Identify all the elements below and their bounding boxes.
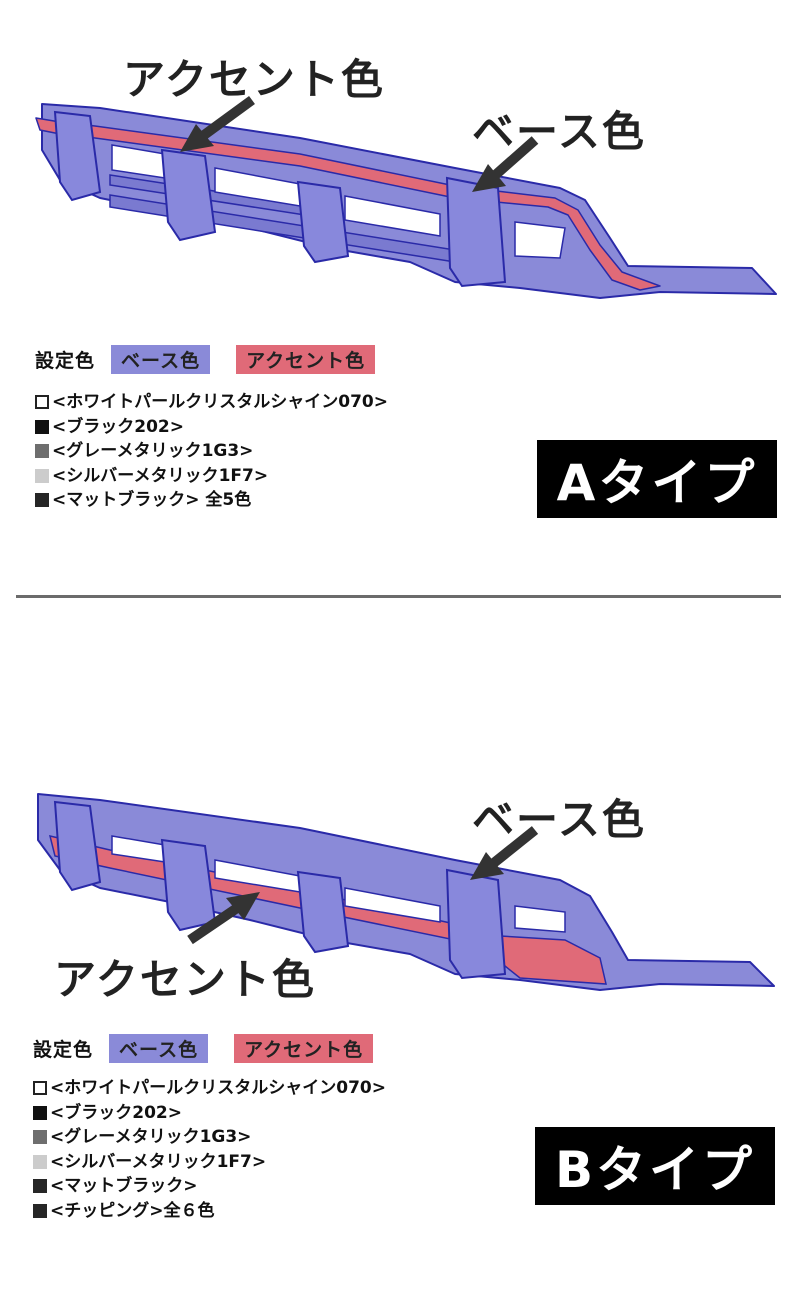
- type-b-accent-swatch: アクセント色: [234, 1034, 374, 1063]
- type-a-color-list: <ホワイトパールクリスタルシャイン070> <ブラック202> <グレーメタリッ…: [35, 390, 388, 513]
- list-item: <ホワイトパールクリスタルシャイン070>: [33, 1076, 386, 1101]
- black-square-icon: [35, 419, 49, 434]
- list-item: <シルバーメタリック1F7>: [33, 1150, 386, 1175]
- type-a-fin-2: [160, 148, 217, 242]
- silver-square-icon: [33, 1154, 47, 1169]
- type-b-base-body: [37, 793, 775, 991]
- type-b-accent-callout: アクセント色: [54, 955, 316, 1004]
- type-a-accent-swatch: アクセント色: [236, 345, 376, 374]
- type-a-setting-label: 設定色: [35, 350, 96, 372]
- type-a-cutout-4: [514, 221, 566, 259]
- type-a-badge: Aタイプ: [537, 440, 777, 518]
- gray-square-icon: [35, 444, 49, 459]
- type-b-cutout-4: [514, 905, 566, 933]
- type-a-legend: 設定色 ベース色 アクセント色: [35, 345, 376, 374]
- type-b-base-callout: ベース色: [472, 795, 646, 844]
- type-a-section: アクセント色 ベース色 設定色 ベース色 アクセント色 <ホワイトパールクリスタ…: [0, 0, 800, 590]
- type-a-fin-3: [296, 180, 350, 264]
- list-item: <マットブラック>: [33, 1174, 386, 1199]
- type-b-setting-label: 設定色: [33, 1039, 94, 1061]
- matte-square-icon: [33, 1179, 47, 1194]
- section-divider: [16, 595, 781, 598]
- list-item: <ブラック202>: [33, 1101, 386, 1126]
- type-b-fin-4: [445, 868, 507, 980]
- type-b-color-list: <ホワイトパールクリスタルシャイン070> <ブラック202> <グレーメタリッ…: [33, 1076, 386, 1223]
- type-b-base-swatch: ベース色: [109, 1034, 209, 1063]
- type-b-accent-arrow: [187, 892, 260, 945]
- type-b-fin-3: [296, 870, 350, 954]
- type-b-fin-2: [160, 838, 217, 932]
- type-a-cutout-3: [344, 195, 441, 237]
- white-square-icon: [35, 395, 49, 410]
- type-b-fin-1: [53, 800, 102, 892]
- chipping-square-icon: [33, 1203, 47, 1218]
- list-item: <シルバーメタリック1F7>: [35, 464, 388, 489]
- type-a-base-callout: ベース色: [472, 107, 646, 156]
- white-square-icon: [33, 1081, 47, 1096]
- type-b-badge: Bタイプ: [535, 1127, 775, 1205]
- list-item: <グレーメタリック1G3>: [33, 1125, 386, 1150]
- type-a-diffuser-diagram: [35, 95, 777, 299]
- type-a-accent-stripe: [35, 117, 661, 291]
- list-item: <ブラック202>: [35, 415, 388, 440]
- list-item: <ホワイトパールクリスタルシャイン070>: [35, 390, 388, 415]
- type-b-cutout-3: [344, 887, 441, 923]
- type-b-legend: 設定色 ベース色 アクセント色: [33, 1034, 374, 1063]
- type-b-diffuser-diagram: [37, 793, 775, 991]
- list-item: <マットブラック> 全5色: [35, 488, 388, 513]
- black-square-icon: [33, 1105, 47, 1120]
- type-b-base-arrow: [470, 826, 539, 880]
- list-item: <チッピング>全６色: [33, 1199, 386, 1224]
- type-a-accent-arrow: [180, 95, 255, 152]
- type-b-section: ベース色 アクセント色 設定色 ベース色 アクセント色 <ホワイトパールクリスタ…: [0, 640, 800, 1292]
- type-a-fin-1: [53, 110, 102, 202]
- type-a-fin-4: [445, 176, 507, 288]
- silver-square-icon: [35, 468, 49, 483]
- type-a-accent-callout: アクセント色: [123, 55, 385, 104]
- gray-square-icon: [33, 1130, 47, 1145]
- list-item: <グレーメタリック1G3>: [35, 439, 388, 464]
- type-a-base-arrow: [472, 136, 539, 192]
- matte-square-icon: [35, 493, 49, 508]
- type-a-base-swatch: ベース色: [111, 345, 211, 374]
